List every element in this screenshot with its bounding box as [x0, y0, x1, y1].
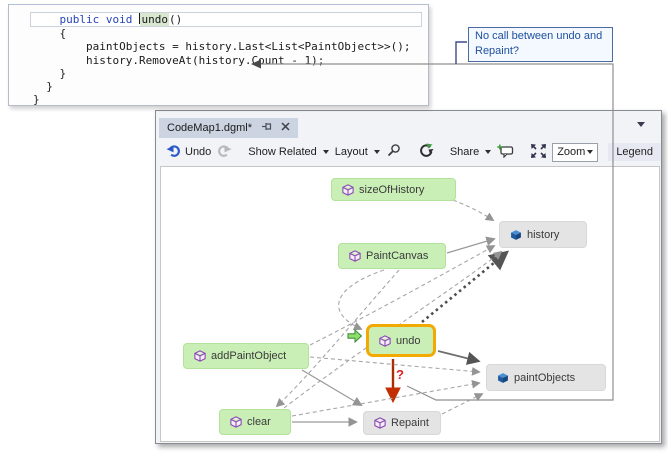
undo-button[interactable]: Undo	[163, 141, 214, 163]
highlighted-symbol: undo	[140, 13, 169, 26]
comment-plus-icon	[497, 144, 514, 161]
method-icon	[379, 334, 391, 347]
legend-button[interactable]: Legend	[608, 143, 662, 161]
show-related-label: Show Related	[248, 146, 317, 158]
code-line: }	[33, 93, 40, 107]
graph-edges	[275, 199, 510, 427]
zoom-label: Zoom	[557, 146, 586, 158]
node-label: undo	[396, 334, 421, 347]
code-text: ()	[168, 13, 183, 26]
edge-undo-paintObjects[interactable]	[437, 350, 481, 365]
map-toolbar: Undo Show Related Layout	[156, 139, 662, 165]
new-comment-button[interactable]	[494, 142, 517, 163]
node-label: PaintCanvas	[366, 250, 429, 262]
magnifier-icon	[386, 143, 401, 161]
code-line: paintObjects = history.Last<List<PaintOb…	[33, 40, 411, 54]
code-map-window: CodeMap1.dgml* Undo Show Related	[155, 110, 662, 444]
edge-sizeOfHistory-history[interactable]	[452, 199, 495, 221]
legend-label: Legend	[616, 146, 654, 158]
field-icon	[510, 229, 522, 241]
node-sizeOfHistory[interactable]: sizeOfHistory	[331, 178, 456, 201]
edge-PaintCanvas-undo[interactable]	[338, 269, 385, 331]
edge-Repaint-paintObjects[interactable]	[441, 393, 484, 415]
field-icon	[497, 372, 509, 384]
node-label: Repaint	[391, 417, 429, 429]
method-icon	[342, 183, 354, 196]
code-line: }	[33, 80, 53, 94]
code-line: }	[33, 66, 67, 80]
tab-strip: CodeMap1.dgml*	[156, 111, 661, 139]
zoom-combobox[interactable]: Zoom	[552, 142, 599, 162]
annotation-tooltip: No call between undo and Repaint?	[468, 27, 613, 62]
node-undo[interactable]: undo	[366, 324, 436, 357]
redo-icon	[217, 143, 232, 161]
missing-call-question-mark: ?	[396, 367, 404, 382]
tabstrip-dropdown-icon[interactable]	[637, 122, 645, 127]
node-label: sizeOfHistory	[359, 183, 425, 196]
node-clear[interactable]: clear	[219, 409, 291, 435]
node-PaintCanvas[interactable]: PaintCanvas	[338, 243, 446, 269]
chevron-down-icon	[587, 150, 594, 154]
layout-label: Layout	[334, 146, 368, 158]
share-label: Share	[449, 146, 480, 158]
undo-label: Undo	[185, 146, 212, 158]
close-icon[interactable]	[281, 122, 290, 134]
method-icon	[230, 416, 242, 428]
tab-title: CodeMap1.dgml*	[167, 122, 252, 134]
node-paintObjects[interactable]: paintObjects	[486, 364, 606, 391]
node-history[interactable]: history	[499, 221, 587, 248]
code-keywords: public void	[33, 13, 139, 26]
code-line-current: public void undo()	[30, 12, 422, 28]
refresh-button[interactable]	[414, 141, 437, 163]
pin-icon[interactable]	[261, 121, 272, 135]
code-line: {	[33, 27, 67, 41]
chevron-down-icon	[373, 150, 380, 154]
refresh-icon	[417, 143, 434, 161]
node-label: clear	[247, 416, 271, 428]
node-label: history	[527, 228, 560, 241]
chevron-down-icon	[322, 150, 329, 154]
show-related-button[interactable]: Show Related	[245, 144, 332, 160]
node-addPaintObject[interactable]: addPaintObject	[183, 343, 309, 369]
method-icon	[194, 350, 206, 362]
method-icon	[374, 417, 386, 429]
method-icon	[349, 250, 361, 262]
tab-codemap[interactable]: CodeMap1.dgml*	[159, 118, 298, 138]
filter-search-button[interactable]	[383, 141, 404, 163]
text-caret	[138, 13, 141, 24]
code-line: history.RemoveAt(history.Count - 1);	[33, 53, 325, 67]
undo-icon	[166, 143, 181, 161]
edge-addPaintObject-Repaint[interactable]	[301, 369, 363, 406]
zoom-to-fit-icon	[530, 143, 547, 162]
node-label: addPaintObject	[211, 350, 287, 362]
layout-button[interactable]: Layout	[332, 144, 383, 160]
code-editor-popup: public void undo() { paintObjects = hist…	[8, 4, 429, 106]
node-Repaint[interactable]: Repaint	[363, 411, 441, 435]
current-item-arrow-icon	[347, 328, 363, 348]
redo-button[interactable]	[214, 141, 235, 163]
zoom-to-fit-button[interactable]	[527, 141, 550, 164]
share-button[interactable]: Share	[447, 144, 494, 160]
edge-PaintCanvas-history[interactable]	[446, 236, 496, 254]
node-label: paintObjects	[514, 371, 576, 384]
chevron-down-icon	[485, 150, 492, 154]
